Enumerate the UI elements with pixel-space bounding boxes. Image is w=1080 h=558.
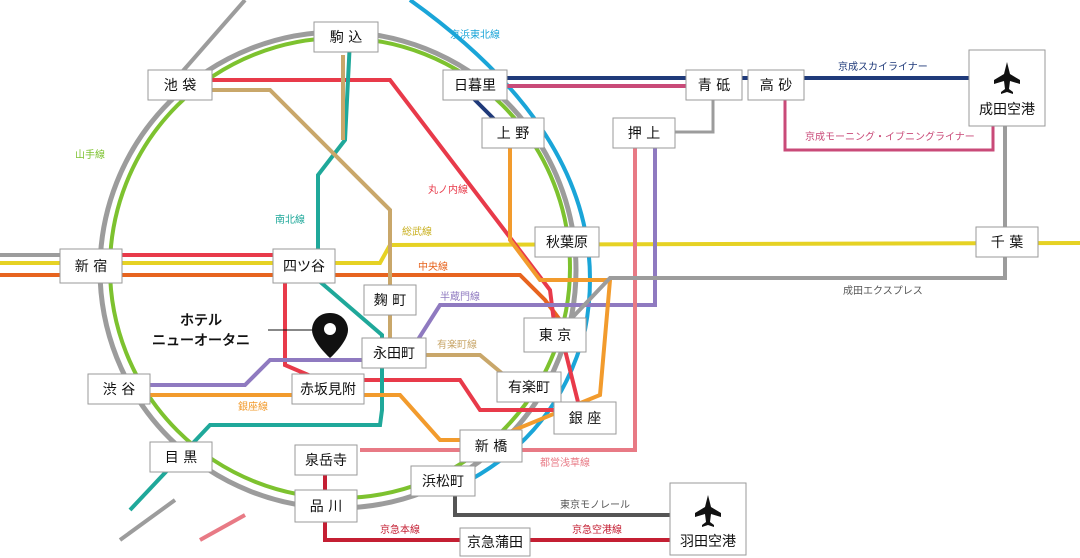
svg-text:東 京: 東 京 — [539, 328, 571, 344]
station-keikyukamata[interactable]: 京急蒲田 — [459, 527, 531, 557]
line-narita-express — [568, 100, 1007, 322]
svg-text:千 葉: 千 葉 — [991, 235, 1023, 251]
label-hanzomon: 半蔵門線 — [440, 290, 480, 303]
svg-text:高 砂: 高 砂 — [760, 77, 792, 94]
line-sobu — [0, 241, 1080, 265]
svg-text:有楽町: 有楽町 — [508, 380, 550, 396]
station-ginza[interactable]: 銀 座 — [553, 401, 617, 435]
svg-text:日暮里: 日暮里 — [454, 78, 496, 94]
svg-text:品 川: 品 川 — [310, 499, 342, 515]
airplane-icon — [994, 62, 1020, 94]
svg-text:駒 込: 駒 込 — [330, 30, 362, 46]
label-keihin-tohoku: 京浜東北線 — [450, 28, 500, 41]
station-nagatacho[interactable]: 永田町 — [361, 337, 427, 369]
station-sengakuji[interactable]: 泉岳寺 — [294, 444, 358, 476]
station-takasago[interactable]: 高 砂 — [747, 69, 805, 101]
label-skyliner: 京成スカイライナー — [838, 60, 928, 73]
station-narita-airport[interactable]: 成田空港 — [968, 49, 1046, 127]
station-ikebukuro[interactable]: 池 袋 — [147, 69, 213, 101]
line-morningliner — [783, 95, 995, 152]
svg-text:上 野: 上 野 — [497, 126, 529, 142]
station-oshiage[interactable]: 押 上 — [612, 117, 676, 149]
label-ginza: 銀座線 — [238, 400, 268, 413]
station-ueno[interactable]: 上 野 — [481, 117, 545, 149]
map-pin-icon — [312, 313, 348, 358]
svg-text:押 上: 押 上 — [628, 126, 660, 142]
line-yamanote — [108, 36, 572, 500]
svg-text:永田町: 永田町 — [373, 346, 415, 362]
svg-text:目 黒: 目 黒 — [165, 450, 197, 466]
station-akihabara[interactable]: 秋葉原 — [534, 226, 600, 258]
station-meguro[interactable]: 目 黒 — [149, 441, 213, 473]
svg-text:京急蒲田: 京急蒲田 — [467, 535, 523, 551]
label-yurakucho: 有楽町線 — [437, 338, 477, 351]
label-nanboku: 南北線 — [275, 213, 305, 226]
station-komagome[interactable]: 駒 込 — [313, 21, 379, 53]
label-asakusa: 都営浅草線 — [540, 456, 590, 469]
label-monorail: 東京モノレール — [560, 498, 630, 511]
svg-text:新 宿: 新 宿 — [75, 258, 107, 275]
station-kojimachi[interactable]: 麹 町 — [363, 284, 417, 316]
label-keikyu-airport: 京急空港線 — [572, 523, 622, 536]
station-akasakamitsuke[interactable]: 赤坂見附 — [291, 373, 365, 405]
hotel-name-line2: ニューオータニ — [152, 333, 250, 349]
svg-text:羽田空港: 羽田空港 — [680, 534, 736, 550]
airplane-icon — [695, 495, 721, 527]
station-yurakucho[interactable]: 有楽町 — [496, 371, 562, 403]
station-nippori[interactable]: 日暮里 — [442, 69, 508, 101]
label-keikyu-main: 京急本線 — [380, 523, 420, 536]
svg-text:青 砥: 青 砥 — [698, 78, 730, 94]
svg-text:銀 座: 銀 座 — [569, 411, 601, 427]
line-ginza — [145, 120, 613, 442]
station-shibuya[interactable]: 渋 谷 — [87, 373, 151, 405]
svg-text:秋葉原: 秋葉原 — [546, 235, 588, 251]
station-hamamatsucho[interactable]: 浜松町 — [410, 465, 476, 497]
station-aoto[interactable]: 青 砥 — [685, 69, 743, 101]
station-shinagawa[interactable]: 品 川 — [294, 489, 358, 523]
label-narita-express: 成田エクスプレス — [843, 285, 923, 297]
svg-text:麹 町: 麹 町 — [374, 292, 406, 309]
svg-text:浜松町: 浜松町 — [422, 474, 464, 490]
hotel-name-line1: ホテル — [180, 313, 222, 329]
label-chuo: 中央線 — [418, 260, 448, 273]
svg-text:池 袋: 池 袋 — [164, 78, 196, 94]
line-asakusa — [360, 130, 637, 452]
svg-text:泉岳寺: 泉岳寺 — [305, 452, 347, 469]
hotel-marker[interactable] — [312, 313, 348, 358]
station-chiba[interactable]: 千 葉 — [975, 226, 1039, 258]
svg-text:四ツ谷: 四ツ谷 — [283, 259, 325, 275]
station-yotsuya[interactable]: 四ツ谷 — [272, 248, 336, 284]
station-shinjuku[interactable]: 新 宿 — [59, 248, 123, 284]
svg-text:新 橋: 新 橋 — [475, 439, 507, 455]
station-haneda-airport[interactable]: 羽田空港 — [669, 482, 747, 556]
svg-text:赤坂見附: 赤坂見附 — [300, 382, 356, 398]
label-yamanote: 山手線 — [75, 148, 105, 161]
station-tokyo[interactable]: 東 京 — [523, 317, 587, 353]
label-morningliner: 京成モーニング・イブニングライナー — [805, 130, 975, 143]
line-yurakucho — [180, 88, 512, 382]
label-sobu: 総武線 — [402, 225, 432, 238]
svg-text:渋 谷: 渋 谷 — [103, 382, 135, 398]
line-nanboku — [128, 39, 384, 512]
label-marunouchi: 丸ノ内線 — [428, 183, 468, 196]
svg-text:成田空港: 成田空港 — [979, 102, 1035, 118]
station-shimbashi[interactable]: 新 橋 — [459, 429, 523, 463]
